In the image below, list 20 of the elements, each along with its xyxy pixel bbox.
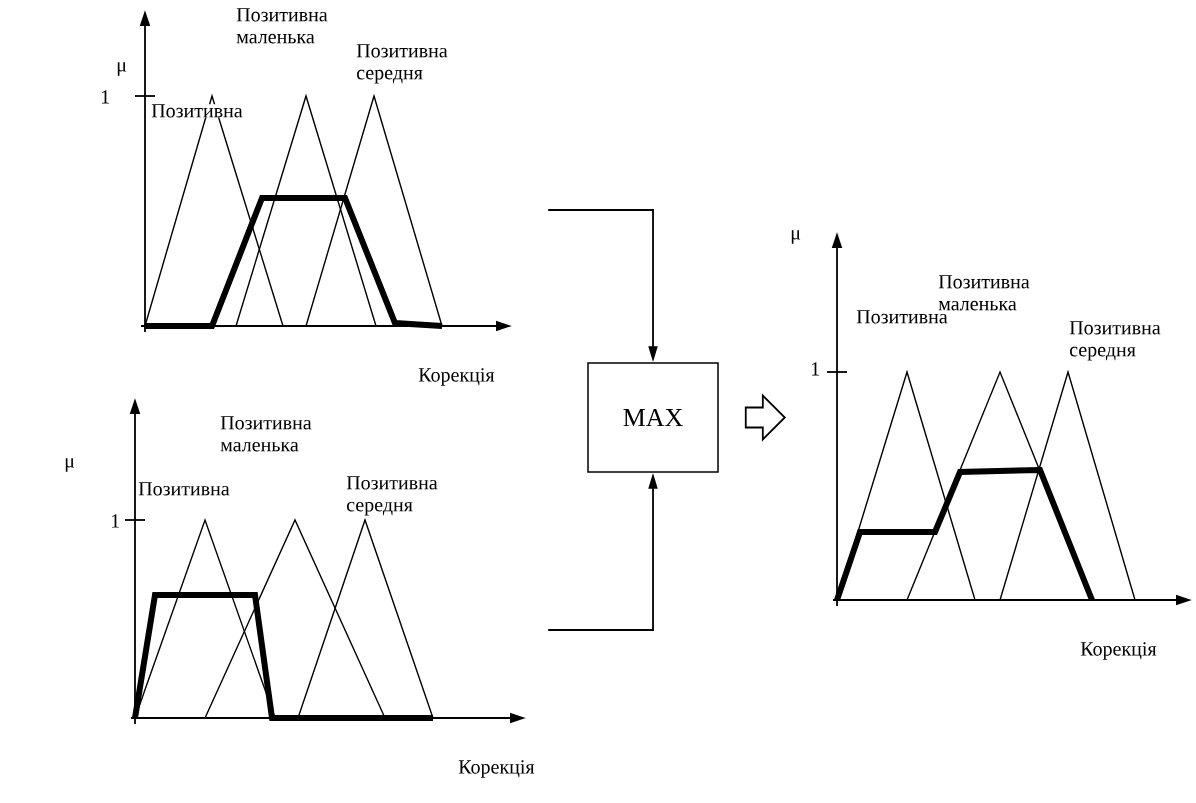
block-arrow	[744, 393, 787, 442]
axis-label: Корекція	[1080, 642, 1157, 660]
axis-label: μ	[116, 62, 127, 76]
curve-label: Позитивна середня	[1069, 321, 1161, 361]
tick-label: 1	[100, 90, 111, 104]
axis-label: μ	[64, 458, 75, 472]
tick-label: 1	[110, 514, 121, 528]
curve-label: Позитивна маленька	[220, 416, 312, 452]
curve-label: Позитивна маленька	[236, 8, 328, 44]
axis-label: Корекція	[418, 368, 495, 386]
process-box: MAX	[587, 362, 719, 473]
axis-label: Корекція	[458, 760, 535, 778]
curve-label: Позитивна	[138, 482, 230, 496]
curve-label: Позитивна	[856, 310, 948, 324]
axis-label: μ	[790, 230, 801, 244]
curve-label: Позитивна середня	[346, 476, 438, 516]
curve-label: Позитивна маленька	[938, 275, 1030, 311]
tick-label: 1	[810, 362, 821, 376]
curve-label: Позитивна середня	[356, 44, 448, 84]
curve-label: Позитивна	[151, 104, 243, 118]
